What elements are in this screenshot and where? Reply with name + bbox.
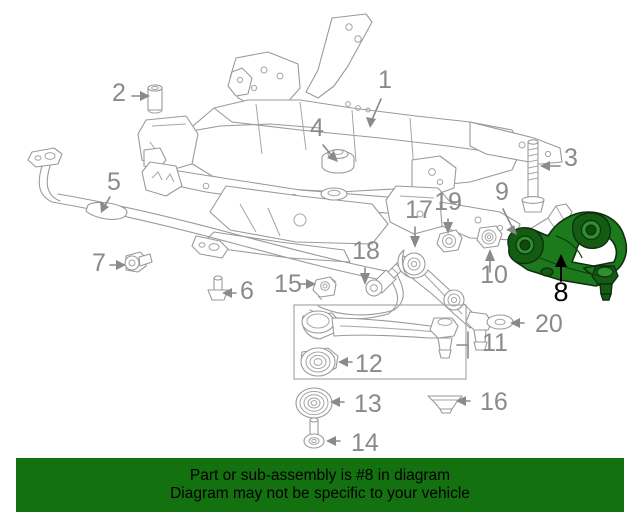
callout-label-17: 17 <box>405 196 433 224</box>
banner-line-2: Diagram may not be specific to your vehi… <box>170 485 470 502</box>
flange-bolt-short-drawing <box>124 251 153 273</box>
tension-strut-arm-drawing <box>397 249 493 351</box>
arm-mounting-bolt-drawing <box>303 417 325 449</box>
part-notice-banner: Part or sub-assembly is #8 in diagram Di… <box>16 458 624 512</box>
callout-label-12: 12 <box>355 350 383 378</box>
hex-flange-bolt-long-drawing <box>521 139 545 213</box>
banner-line-1: Part or sub-assembly is #8 in diagram <box>189 466 451 484</box>
bushing-sleeve-drawing <box>147 84 163 114</box>
callout-label-11: 11 <box>482 329 508 357</box>
upper-control-arm-highlighted-drawing <box>507 211 628 301</box>
callout-label-20: 20 <box>535 310 563 338</box>
callout-labels: 1 2 3 4 5 6 7 8 9 10 11 12 13 14 15 16 1… <box>92 66 578 457</box>
control-arm-bushing-small-drawing <box>295 387 333 419</box>
assembly-box-11 <box>293 304 467 380</box>
lower-control-arm-assembly-drawing <box>300 310 459 377</box>
callout-label-6: 6 <box>240 277 254 305</box>
control-arm-bushing-large-drawing <box>300 347 339 377</box>
callout-label-4: 4 <box>310 114 324 142</box>
bushing-round-drawing <box>476 225 503 249</box>
subframe-crossmember-drawing <box>137 13 563 263</box>
stud-bolt-small-drawing <box>207 275 229 301</box>
callout-label-9: 9 <box>495 178 509 206</box>
callout-label-5: 5 <box>107 168 121 196</box>
callout-label-15: 15 <box>274 270 302 298</box>
callout-label-2: 2 <box>112 79 126 107</box>
callout-label-10: 10 <box>480 261 508 289</box>
bracket-clip-drawing <box>312 276 337 301</box>
callout-label-3: 3 <box>564 144 578 172</box>
callout-label-18: 18 <box>352 237 380 265</box>
callout-label-7: 7 <box>92 249 106 277</box>
callout-label-16: 16 <box>480 388 508 416</box>
callout-label-8: 8 <box>553 277 568 307</box>
thrust-washer-drawing <box>486 314 514 330</box>
callout-label-13: 13 <box>354 390 382 418</box>
callout-label-14: 14 <box>351 429 379 457</box>
callout-leaders <box>100 91 567 446</box>
strut-bushing-drawing <box>436 229 463 253</box>
stabilizer-sway-bar-drawing <box>27 147 404 320</box>
callout-label-19: 19 <box>434 188 462 216</box>
washer-plate-drawing <box>427 395 463 414</box>
callout-label-1: 1 <box>378 66 392 94</box>
